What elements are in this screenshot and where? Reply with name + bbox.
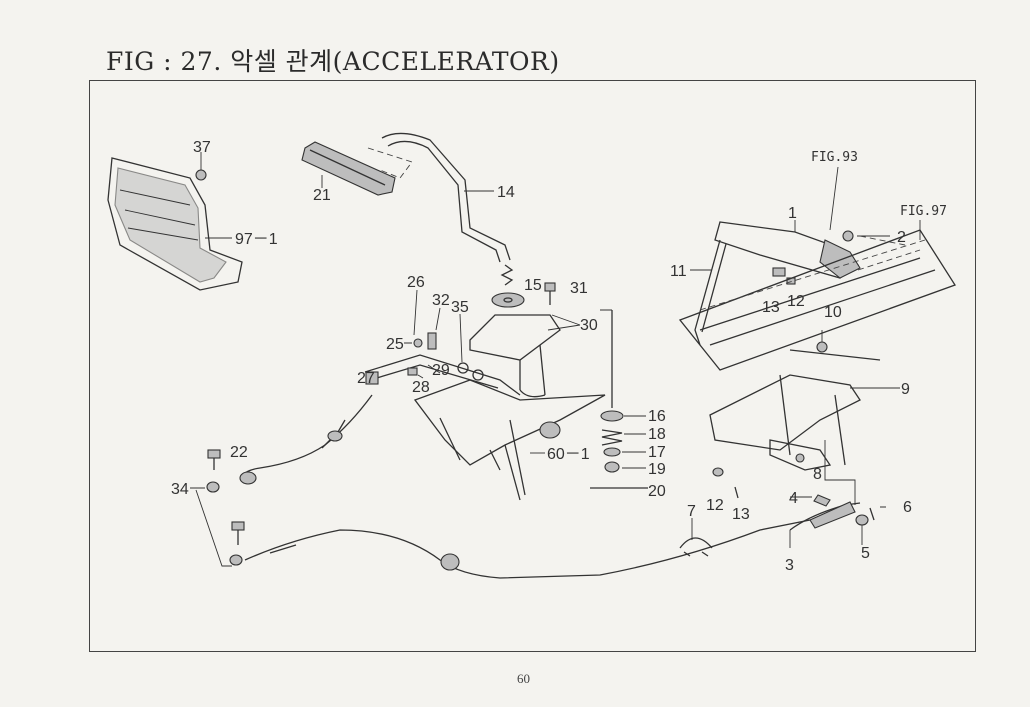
bracket-panel-part — [107, 157, 243, 291]
callout-12a: 12 — [787, 293, 805, 310]
callout-5: 5 — [861, 545, 870, 562]
clip-4-part — [813, 494, 831, 507]
clamp-7-part — [679, 537, 713, 557]
washer-15-part — [491, 292, 525, 308]
callout-27: 27 — [357, 370, 375, 387]
bolt-22-part — [207, 449, 221, 470]
callout-21: 21 — [313, 187, 331, 204]
throttle-lever-assembly — [694, 221, 861, 346]
callout-1: 1 — [788, 205, 797, 222]
callout-11: 11 — [670, 263, 687, 280]
ref-fig93-label: FIG.93 — [811, 150, 858, 165]
nut-34a-part — [206, 481, 220, 493]
page-number: 60 — [517, 671, 530, 686]
accelerator-cable-main — [244, 519, 811, 579]
callout-35: 35 — [451, 299, 469, 316]
bolt-37-part — [195, 169, 207, 181]
callout-30: 30 — [580, 317, 598, 334]
page-title: FIG : 27. 악셀 관계(ACCELERATOR) — [106, 47, 560, 76]
callout-60-1: 60－1 — [547, 446, 590, 463]
bushing-5-part — [855, 514, 869, 526]
callout-2: 2 — [897, 229, 906, 246]
bolt-31-part — [544, 282, 556, 305]
callout-97-1: 97－1 — [235, 231, 278, 248]
cable-end-3-part — [789, 501, 861, 531]
washer-12b-part — [712, 467, 724, 477]
mount-bracket-part — [469, 314, 561, 398]
link-rod-assembly — [364, 332, 521, 396]
callout-22: 22 — [230, 444, 248, 461]
spring-stack-part — [590, 310, 648, 489]
callout-6: 6 — [903, 499, 912, 516]
diagram-frame — [89, 80, 976, 652]
callout-14: 14 — [497, 184, 515, 201]
callout-10: 10 — [824, 304, 842, 321]
pedal-bracket-60-1-part — [413, 379, 606, 501]
callout-12b: 12 — [706, 497, 724, 514]
bracket-9-part — [709, 341, 881, 466]
callout-28: 28 — [412, 379, 430, 396]
pivot-8-part — [769, 439, 832, 471]
callout-34: 34 — [171, 481, 189, 498]
bolt-34b-part — [229, 521, 245, 566]
throttle-cable-left — [239, 394, 373, 485]
callout-19: 19 — [648, 461, 666, 478]
callout-32: 32 — [432, 292, 450, 309]
ref-fig97-label: FIG.97 — [900, 204, 947, 219]
callout-7: 7 — [687, 503, 696, 520]
callout-29: 29 — [432, 362, 450, 379]
pin-6-part — [869, 507, 875, 521]
callout-8: 8 — [813, 466, 822, 483]
floor-plate-part — [678, 229, 956, 371]
callout-37: 37 — [193, 139, 211, 156]
spring-part — [500, 264, 514, 286]
callout-15: 15 — [524, 277, 542, 294]
pedal-arm-part — [381, 132, 511, 263]
pedal-pad-part — [301, 141, 396, 196]
callout-3: 3 — [785, 557, 794, 574]
cotter-13b-part — [734, 486, 739, 499]
callout-13b: 13 — [732, 506, 750, 523]
callout-9: 9 — [901, 381, 910, 398]
callout-26: 26 — [407, 274, 425, 291]
callout-18: 18 — [648, 426, 666, 443]
callout-20: 20 — [648, 483, 666, 500]
callout-13a: 13 — [762, 299, 780, 316]
callout-4: 4 — [789, 490, 798, 507]
callout-17: 17 — [648, 444, 666, 461]
callout-25: 25 — [386, 336, 404, 353]
callout-31: 31 — [570, 280, 588, 297]
callout-16: 16 — [648, 408, 666, 425]
